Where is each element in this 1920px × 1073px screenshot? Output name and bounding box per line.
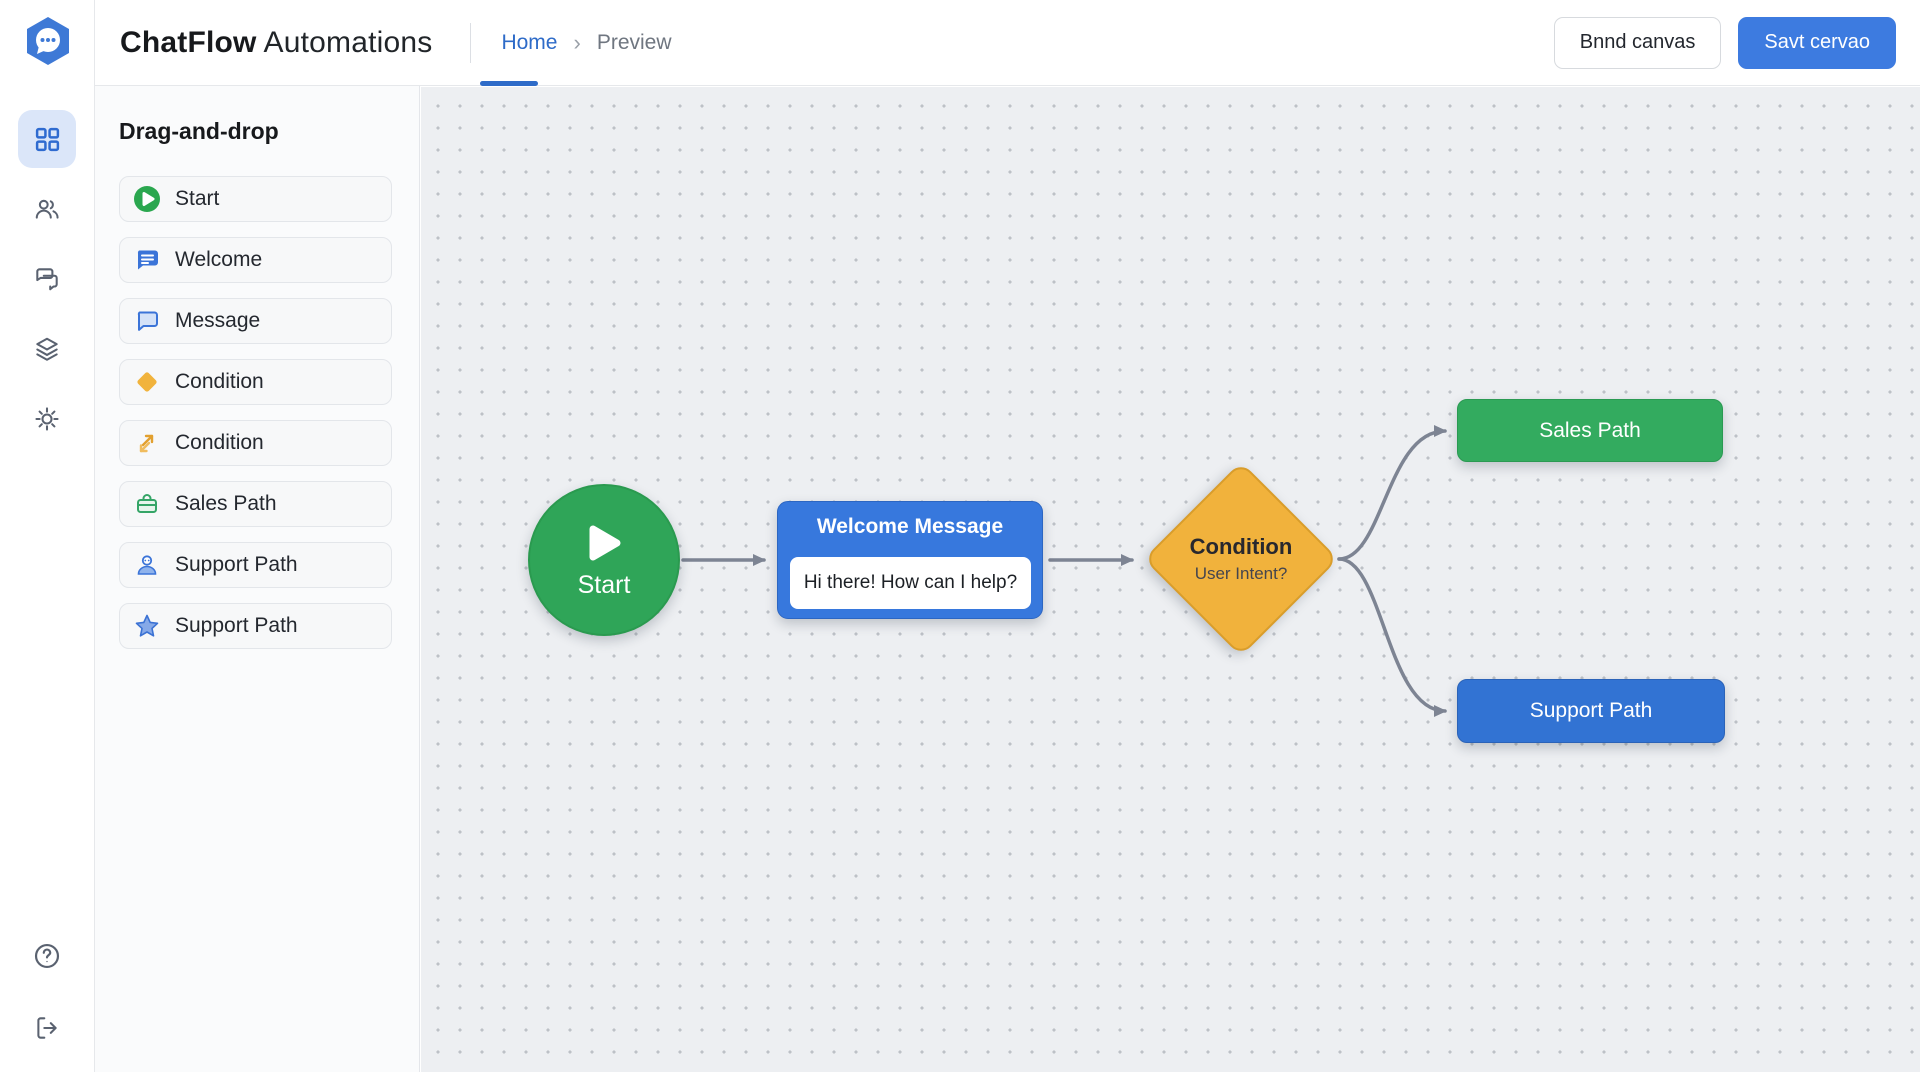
page-title-rest: Automations — [263, 25, 433, 59]
header: ChatFlow Automations Home › Preview Bnnd… — [95, 0, 1920, 86]
branch-arrows-icon — [134, 430, 160, 456]
palette-item-label: Support Path — [175, 553, 298, 576]
chevron-right-icon: › — [573, 29, 581, 55]
help-circle-icon — [34, 943, 60, 969]
node-support-path-label: Support Path — [1529, 699, 1653, 722]
briefcase-icon — [134, 491, 160, 517]
palette-title: Drag-and-drop — [119, 118, 279, 144]
person-icon — [134, 552, 160, 578]
node-welcome-body: Hi there! How can I help? — [790, 557, 1031, 609]
node-welcome-title: Welcome Message — [816, 515, 1004, 538]
chat-filled-icon — [134, 247, 160, 273]
chat-copy-icon — [36, 268, 58, 291]
rail-item-grid[interactable] — [18, 110, 76, 168]
page-title: ChatFlow Automations — [120, 26, 432, 60]
header-divider — [470, 22, 472, 63]
breadcrumb: Home › Preview — [501, 31, 671, 55]
palette-item-label: Support Path — [175, 614, 298, 637]
node-welcome-message[interactable]: Welcome Message Hi there! How can I help… — [777, 501, 1043, 619]
palette-item-label: Welcome — [175, 248, 263, 271]
star-icon — [134, 613, 160, 639]
palette-item-condition-branch[interactable]: Condition — [119, 420, 392, 466]
active-tab-indicator — [480, 81, 538, 86]
palette-item-label: Sales Path — [175, 492, 277, 515]
nav-rail — [0, 0, 95, 1072]
node-start[interactable]: Start — [528, 484, 680, 636]
users-icon — [35, 199, 59, 219]
node-condition[interactable] — [1143, 461, 1339, 657]
palette-item-message[interactable]: Message — [119, 298, 392, 344]
header-actions: Bnnd canvas Savt cervao — [1553, 16, 1896, 69]
palette-item-condition-diamond[interactable]: Condition — [119, 359, 392, 405]
logout-icon — [37, 1017, 57, 1039]
chat-hexagon-logo-icon — [27, 17, 69, 65]
palette-item-support-person[interactable]: Support Path — [119, 542, 392, 588]
edge-condition-support — [1337, 557, 1447, 717]
play-icon — [589, 525, 621, 560]
chat-outline-icon — [134, 308, 160, 334]
rail-item-layers[interactable] — [18, 320, 76, 378]
play-circle-icon — [134, 186, 160, 212]
breadcrumb-home-link[interactable]: Home — [501, 30, 558, 54]
save-canvas-button[interactable]: Savt cervao — [1738, 16, 1896, 69]
gear-icon — [35, 407, 59, 431]
palette-item-sales-path[interactable]: Sales Path — [119, 481, 392, 527]
page-title-bold: ChatFlow — [120, 25, 257, 59]
grid-icon — [35, 127, 59, 151]
flow-canvas[interactable]: Start Welcome Message Hi there! How can … — [421, 87, 1920, 1072]
palette-panel: Drag-and-drop Start Welcome Message Cond… — [95, 86, 420, 1072]
palette-item-label: Condition — [175, 370, 264, 393]
palette-item-label: Condition — [175, 431, 264, 454]
rail-item-settings[interactable] — [18, 390, 76, 448]
palette-item-start[interactable]: Start — [119, 176, 392, 222]
brand-canvas-button[interactable]: Bnnd canvas — [1553, 16, 1722, 69]
palette-item-label: Start — [175, 187, 220, 210]
palette-item-welcome[interactable]: Welcome — [119, 237, 392, 283]
rail-item-users[interactable] — [18, 180, 76, 238]
palette-item-support-star[interactable]: Support Path — [119, 603, 392, 649]
node-support-path[interactable]: Support Path — [1457, 679, 1725, 743]
layers-icon — [36, 337, 58, 361]
node-sales-path-label: Sales Path — [1539, 418, 1641, 442]
edge-condition-sales — [1337, 425, 1447, 561]
node-start-label: Start — [577, 570, 631, 599]
app-logo — [24, 16, 72, 66]
rail-item-help[interactable] — [18, 927, 76, 985]
node-sales-path[interactable]: Sales Path — [1457, 399, 1723, 462]
breadcrumb-current: Preview — [596, 30, 672, 54]
rail-item-chats[interactable] — [18, 250, 76, 308]
palette-item-label: Message — [175, 309, 261, 332]
diamond-icon — [134, 369, 160, 395]
rail-item-logout[interactable] — [18, 999, 76, 1057]
